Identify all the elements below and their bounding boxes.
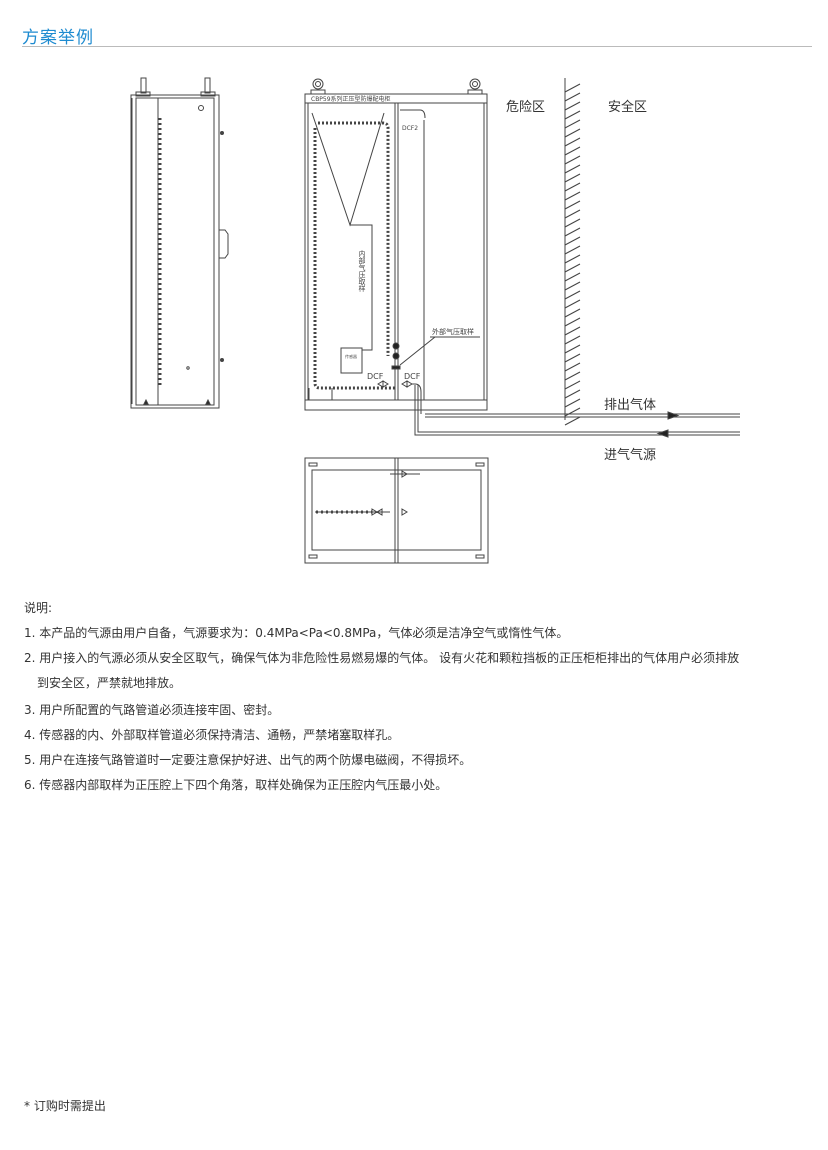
wall-hatch-line	[564, 110, 581, 120]
wall-hatch-line	[564, 272, 581, 282]
wall-hatch-line	[564, 290, 581, 300]
wall-hatch-line	[564, 362, 581, 372]
wall-hatch-line	[564, 380, 581, 390]
wall-hatch-line	[564, 371, 581, 381]
wall-hatch-line	[564, 218, 581, 228]
sensor-box-label: 传感器	[345, 353, 357, 359]
cabinet-label: CBP59系列正压型防爆配电柜	[311, 95, 391, 103]
wall-hatch-line	[564, 299, 581, 309]
wall-hatch-line	[564, 263, 581, 273]
wall-hatch-line	[564, 119, 581, 129]
dcf2-label: DCF2	[402, 125, 418, 132]
cabinet-top-view	[304, 457, 489, 564]
note-item-continuation: 到安全区，严禁就地排放。	[37, 676, 182, 690]
wall-hatch-line	[564, 353, 581, 363]
wall-hatch-line	[564, 146, 581, 156]
wall-hatch-line	[564, 137, 581, 147]
external-sampling-label: 外部气压取样	[432, 327, 474, 336]
title-divider	[22, 46, 812, 47]
cabinet-front-view: CBP59系列正压型防爆配电柜 传感器 DCF2 DCF DCF 内部气压取样 …	[304, 78, 488, 414]
wall-hatch-line	[564, 335, 581, 345]
cabinet-side-view	[130, 77, 229, 409]
wall-hatch-line	[564, 344, 581, 354]
wall-hatch-line	[564, 182, 581, 192]
note-item: 3. 用户所配置的气路管道必须连接牢固、密封。	[24, 703, 280, 717]
wall-hatch-line	[564, 326, 581, 336]
wall-hatch-line	[564, 227, 581, 237]
wall	[564, 78, 581, 426]
exhaust-pipe	[425, 411, 740, 420]
note-item: 6. 传感器内部取样为正压腔上下四个角落，取样处确保为正压腔内气压最小处。	[24, 778, 448, 792]
wall-hatch-line	[564, 83, 581, 93]
wall-hatch-line	[564, 407, 581, 417]
wall-hatch-line	[564, 128, 581, 138]
wall-hatch-line	[564, 398, 581, 408]
wall-hatch-line	[564, 254, 581, 264]
wall-hatch-line	[564, 191, 581, 201]
safe-zone-label: 安全区	[608, 99, 647, 115]
wall-hatch-line	[564, 92, 581, 102]
notes-section: 说明: 1. 本产品的气源由用户自备，气源要求为：0.4MPa<Pa<0.8MP…	[24, 600, 824, 802]
note-item: 5. 用户在连接气路管道时一定要注意保护好进、出气的两个防爆电磁阀，不得损坏。	[24, 753, 472, 767]
wall-hatch-line	[564, 200, 581, 210]
wall-hatch-line	[564, 317, 581, 327]
exhaust-label: 排出气体	[604, 397, 656, 413]
wall-hatch-line	[564, 155, 581, 165]
wall-hatch-line	[564, 101, 581, 111]
wall-hatch-line	[564, 245, 581, 255]
notes-heading: 说明:	[24, 601, 53, 615]
wall-hatch-line	[564, 236, 581, 246]
pressurized-cabinet-diagram: CBP59系列正压型防爆配电柜 传感器 DCF2 DCF DCF 内部气压取样 …	[130, 77, 740, 564]
wall-hatch-line	[564, 416, 581, 426]
dcf-left-label: DCF	[367, 372, 384, 381]
wall-hatch-line	[564, 164, 581, 174]
wall-hatch-line	[564, 308, 581, 318]
dcf-right-label: DCF	[404, 372, 421, 381]
note-item: 2. 用户接入的气源必须从安全区取气，确保气体为非危险性易燃易爆的气体。 设有火…	[24, 651, 740, 665]
wall-hatch-line	[564, 209, 581, 219]
intake-label: 进气气源	[604, 447, 656, 463]
wall-hatch-line	[564, 173, 581, 183]
wall-hatch-line	[564, 389, 581, 399]
note-item: 4. 传感器的内、外部取样管道必须保持清洁、通畅，严禁堵塞取样孔。	[24, 728, 400, 742]
section-title: 方案举例	[22, 28, 94, 48]
intake-pipe	[414, 385, 740, 438]
hazard-zone-label: 危险区	[506, 100, 545, 115]
note-item: 1. 本产品的气源由用户自备，气源要求为：0.4MPa<Pa<0.8MPa，气体…	[24, 626, 569, 640]
wall-hatch-line	[564, 281, 581, 291]
order-footnote: * 订购时需提出	[24, 1099, 106, 1113]
internal-sampling-label: 内部气压取样	[358, 249, 366, 293]
